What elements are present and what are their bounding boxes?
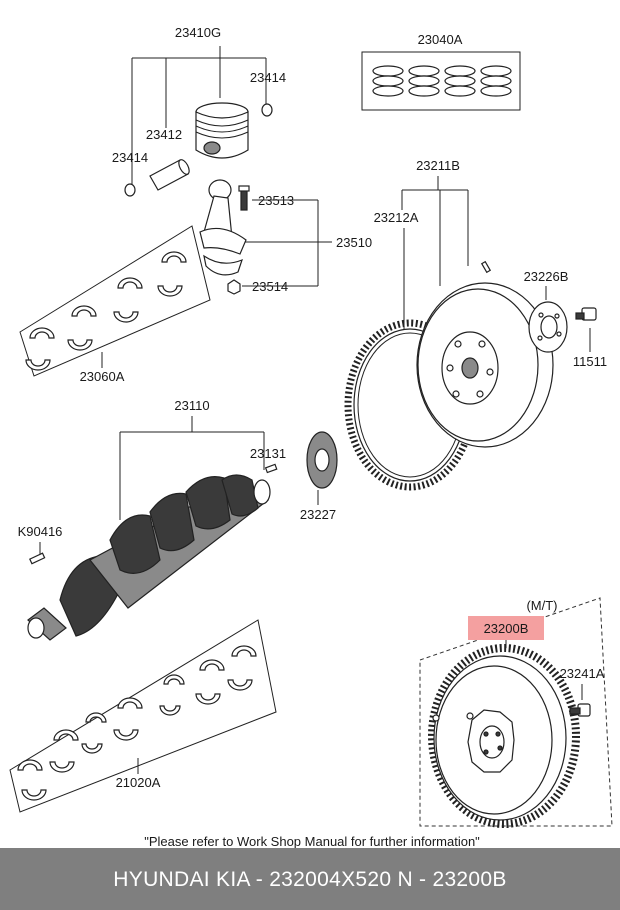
rod-nut-part [227,279,241,295]
dmf-bolt-part [569,703,591,717]
label-crankshaft[interactable]: 23110 [174,398,209,413]
rod-bolt-part [238,185,250,211]
reinforcement-plate-part [528,301,568,353]
connecting-rod-part [199,179,247,276]
label-connecting-rod[interactable]: 23510 [336,235,372,250]
label-crank-pin[interactable]: 23131 [250,446,286,461]
snap-ring-right-part [261,103,273,117]
connecting-rod-group: 23513 23510 23514 [199,179,372,295]
main-bearing-shells-part [17,645,257,801]
label-dual-mass-flywheel[interactable]: 23200B [484,621,529,636]
label-piston-assy[interactable]: 23410G [175,25,221,40]
label-rod-bearing-set[interactable]: 23060A [80,369,125,384]
label-snap-ring-right[interactable]: 23414 [250,70,286,85]
label-transmission-type[interactable]: (M/T) [526,598,557,613]
label-woodruff-key[interactable]: K90416 [18,524,63,539]
main-bearing-set-group: 21020A [9,619,277,813]
flywheel-bolt-part [575,307,597,321]
highlight-box [468,616,544,640]
crankshaft-group: 23110 23131 23227 [27,398,338,641]
exploded-parts-diagram: 23410G 23414 23412 23414 23040A [9,25,613,848]
flywheel-reinforcement-group: 23226B 11511 [524,269,608,369]
rod-bearing-shells-part [25,251,187,371]
piston-group: 23410G 23414 23412 23414 [112,25,286,197]
woodruff-key-group: K90416 [18,524,63,565]
label-snap-ring-left[interactable]: 23414 [112,150,148,165]
piston-pin-part [149,159,190,191]
piston-part [195,102,249,159]
rod-bearing-set-group: 23060A [19,225,211,384]
crank-sprocket-part [306,431,338,489]
label-flywheel-reinforcement[interactable]: 23226B [524,269,569,284]
label-piston-pin[interactable]: 23412 [146,127,182,142]
piston-rings-part [372,65,512,97]
footer-bar: HYUNDAI KIA - 232004X520 N - 23200B [0,848,620,910]
crankshaft-part [27,474,271,641]
label-crank-sprocket[interactable]: 23227 [300,507,336,522]
label-piston-ring-set[interactable]: 23040A [418,32,463,47]
label-main-bearing-set[interactable]: 21020A [116,775,161,790]
flywheel-disc-part [416,282,554,448]
piston-ring-set-group: 23040A [361,32,521,111]
flywheel-group: 23211B 23212A [344,158,554,491]
woodruff-key-part [29,552,46,565]
workshop-manual-note: "Please refer to Work Shop Manual for fu… [144,834,480,848]
label-flywheel-bolt[interactable]: 11511 [573,354,607,369]
label-flywheel-assy[interactable]: 23211B [416,158,460,173]
crank-pin-part [264,463,278,474]
snap-ring-left-part [124,183,136,197]
footer-part-number: HYUNDAI KIA - 232004X520 N - 23200B [113,868,507,891]
label-dmf-bolt[interactable]: 23241A [560,666,605,681]
label-ring-gear[interactable]: 23212A [374,210,419,225]
dual-mass-flywheel-part [428,644,580,828]
mt-flywheel-group: (M/T) 23200B 23241A [419,597,613,828]
dowel-pin-part [480,260,492,274]
